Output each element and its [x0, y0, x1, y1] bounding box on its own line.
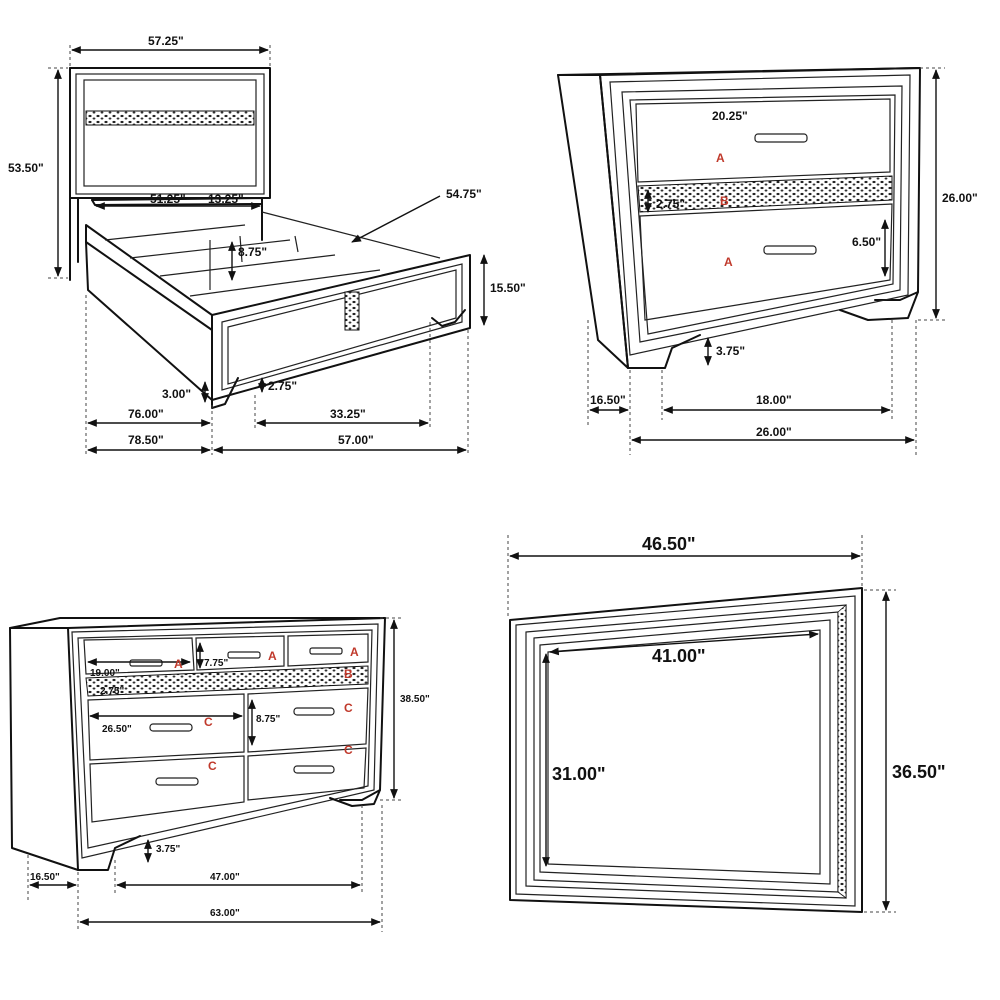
nightstand-drawer-letter-top: A	[716, 151, 725, 165]
dresser-drawer-height-top-label: 7.75"	[204, 658, 228, 669]
dresser-letter-c-2: C	[344, 701, 353, 715]
nightstand-drawer-letter-bottom: A	[724, 255, 733, 269]
dresser-letter-b: B	[344, 667, 353, 681]
dresser-letter-a-3: A	[350, 645, 359, 659]
mirror-drawing: 46.50" 41.00" 31.00" 36.50"	[507, 534, 946, 913]
dresser-letter-c-4: C	[344, 743, 353, 757]
dresser-leg-height-label: 3.75"	[156, 844, 180, 855]
bed-inner-length-label: 76.00"	[128, 407, 164, 421]
dresser-width-label: 63.00"	[210, 908, 240, 919]
nightstand-glitter-letter: B	[720, 194, 729, 208]
nightstand-inner-width-label: 18.00"	[756, 393, 792, 407]
dresser-drawing: 19.00" A 7.75" A A B 2.75" 26.50" C 8.75…	[9, 617, 430, 932]
dresser-drawer-width-lower-label: 26.50"	[102, 724, 132, 735]
bed-footboard-height-label: 15.50"	[490, 281, 526, 295]
dresser-inner-width-label: 47.00"	[210, 872, 240, 883]
dresser-letter-c-1: C	[204, 715, 213, 729]
bed-inner-width-label: 51.25"	[150, 192, 186, 206]
bed-dimensions	[48, 45, 488, 455]
dresser-letter-c-3: C	[208, 759, 217, 773]
bed-headboard	[69, 67, 271, 281]
bed-rail-gap-label: 13.25"	[208, 192, 244, 206]
nightstand-drawing: 20.25" A 2.75" B 6.50" A 26.00" 3.75" 16…	[557, 67, 978, 455]
bed-slat-height-label: 8.75"	[238, 245, 267, 259]
nightstand-height-label: 26.00"	[942, 191, 978, 205]
dresser-height-label: 38.50"	[400, 694, 430, 705]
nightstand-drawer-width-label: 20.25"	[712, 109, 748, 123]
bed-leg-height-label: 3.00"	[162, 387, 191, 401]
mirror-glass-width-label: 41.00"	[652, 646, 706, 666]
nightstand-glitter-height-label: 2.75"	[656, 197, 685, 211]
nightstand-depth-label: 16.50"	[590, 393, 626, 407]
mirror-height-label: 36.50"	[892, 762, 946, 782]
bed-diagonal-label: 54.75"	[446, 187, 482, 201]
dresser-drawer-height-lower-label: 8.75"	[256, 714, 280, 725]
dresser-letter-a-2: A	[268, 649, 277, 663]
bed-footboard	[211, 254, 471, 409]
dresser-letter-a-1: A	[174, 657, 183, 671]
dresser-glitter-height-label: 2.75"	[100, 686, 124, 697]
bed-headboard-width-label: 57.25"	[148, 34, 184, 48]
dresser-depth-label: 16.50"	[30, 872, 60, 883]
nightstand-width-label: 26.00"	[756, 425, 792, 439]
dresser-drawer-width-top-label: 19.00"	[90, 668, 120, 679]
bed-headboard-height-label: 53.50"	[8, 161, 44, 175]
bed-foot-inner-label: 33.25"	[330, 407, 366, 421]
nightstand-drawer-height-label: 6.50"	[852, 235, 881, 249]
bed-drawing: 57.25" 53.50" 51.25" 13.25" 54.75" 8.75"…	[8, 34, 526, 455]
mirror-width-label: 46.50"	[642, 534, 696, 554]
bed-clearance-label: 2.75"	[268, 379, 297, 393]
nightstand-leg-height-label: 3.75"	[716, 344, 745, 358]
bed-overall-width-label: 57.00"	[338, 433, 374, 447]
mirror-glass-height-label: 31.00"	[552, 764, 606, 784]
bed-outer-length-label: 78.50"	[128, 433, 164, 447]
